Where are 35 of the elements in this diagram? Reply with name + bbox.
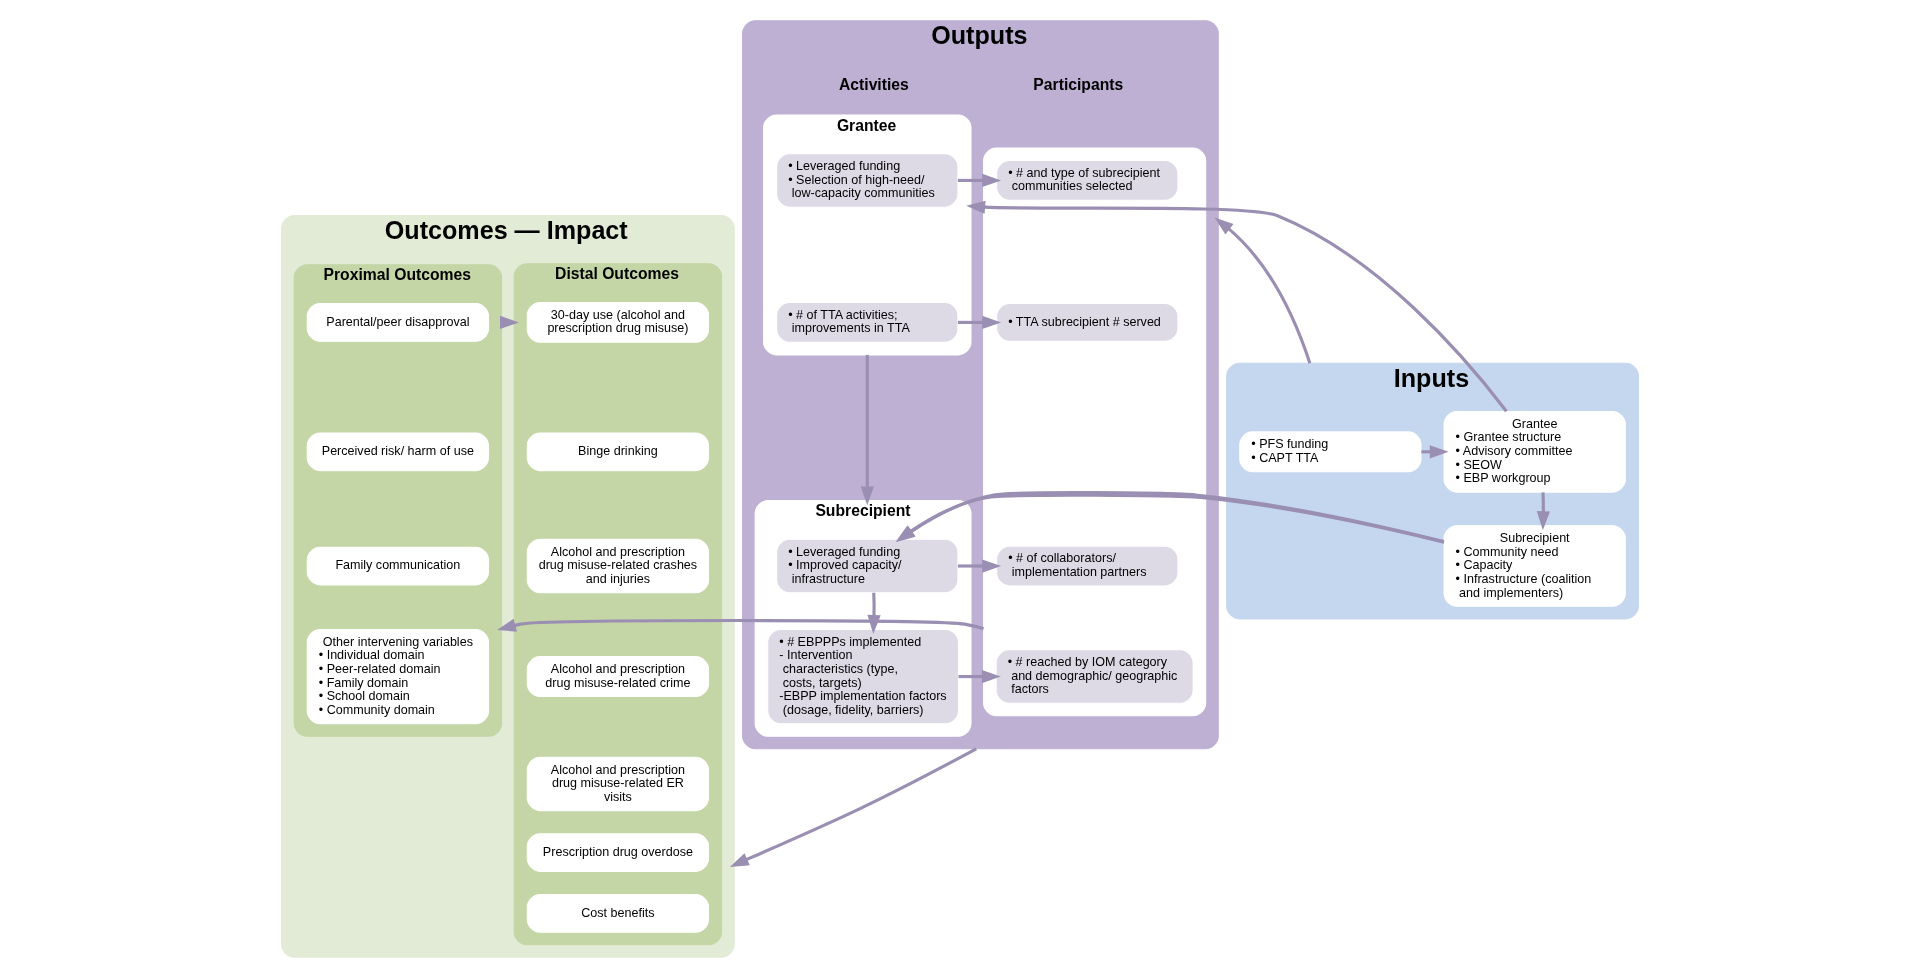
label: Activities	[838, 76, 909, 94]
node-box: • # EBPPPs implemented - Intervention characteristics (type, costs, targets) -EBPP implementation factors (dosage, fidelity, barriers)	[767, 628, 959, 725]
node-box: Cost benefits	[526, 893, 710, 933]
arrow	[966, 200, 1508, 413]
arrow	[957, 315, 1002, 330]
label: Participants	[1033, 76, 1124, 94]
node-box: Alcohol and prescription drug misuse-related ER visits	[526, 756, 710, 812]
arrow	[1214, 217, 1312, 364]
node-box: Binge drinking	[526, 432, 710, 472]
node-box: Perceived risk/ harm of use	[306, 432, 490, 472]
node-box: 30-day use (alcohol and prescription drug misuse)	[526, 301, 710, 343]
arrow	[957, 173, 1002, 188]
node-box: Subrecipient • Community need • Capacity • Infrastructure (coalition and implementers)	[1443, 525, 1626, 607]
node-box: Other intervening variables • Individual domain • Peer-related domain • Family domain • School domain • Community domain	[306, 628, 490, 725]
node-box: • PFS funding • CAPT TTA	[1239, 431, 1422, 473]
node-box: • Leveraged funding • Improved capacity/ infrastructure	[776, 538, 959, 594]
arrow	[867, 592, 881, 634]
arrow	[860, 354, 874, 506]
node-box: • TTA subrecipient # served	[996, 303, 1179, 342]
node-box: • # and type of subrecipient communities selected	[996, 160, 1179, 201]
node-box: • # of TTA activities; improvements in TTA	[776, 301, 959, 343]
node-box: Alcohol and prescription drug misuse-related crime	[526, 656, 710, 697]
node-box: Alcohol and prescription drug misuse-related crashes and injuries	[526, 538, 710, 594]
node-box: Family communication	[306, 546, 490, 586]
arrow	[958, 669, 1001, 684]
arrow	[1536, 492, 1550, 531]
node-box: Parental/peer disapproval	[306, 303, 490, 342]
arrow	[957, 559, 1002, 573]
arrow	[729, 747, 977, 867]
node-box: • Leveraged funding • Selection of high-need/ low-capacity communities	[776, 153, 959, 208]
node-box: Prescription drug overdose	[526, 833, 710, 872]
node-box: • # reached by IOM category and demographic/ geographic factors	[995, 649, 1194, 704]
node-box: • # of collaborators/ implementation partners	[996, 545, 1179, 587]
arrow	[497, 618, 984, 632]
node-box: Grantee • Grantee structure • Advisory committee • SEOW • EBP workgroup	[1443, 410, 1626, 493]
